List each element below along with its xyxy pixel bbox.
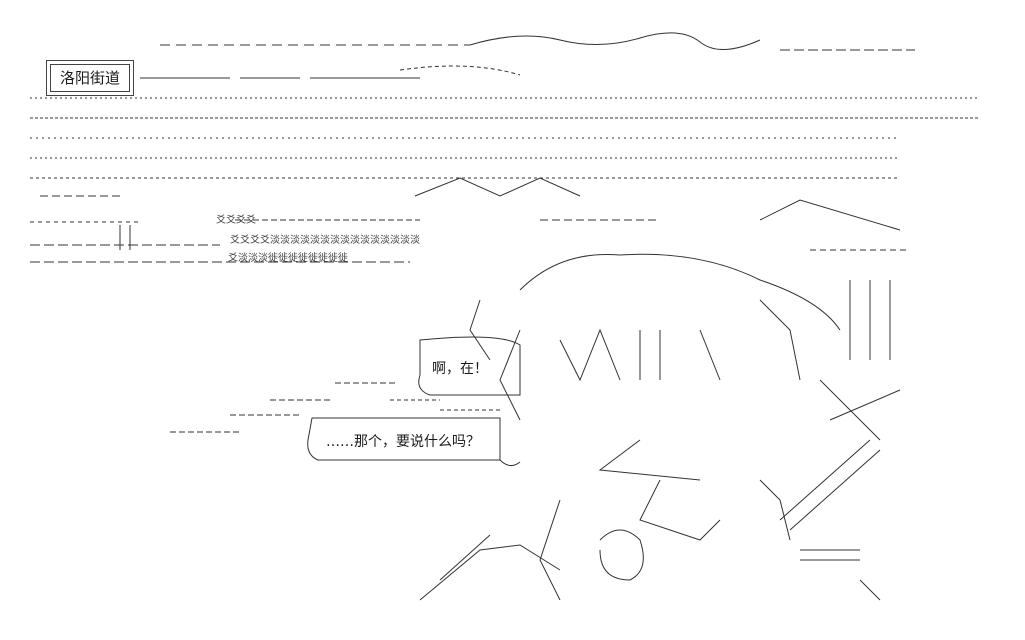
svg-text:爻爻爻爻淡淡淡淡淡淡淡淡淡淡淡淡淡淡淡: 爻爻爻爻淡淡淡淡淡淡淡淡淡淡淡淡淡淡淡 [230,234,420,246]
speech-text: 啊，在！ [432,361,488,377]
place-label: 洛阳街道 [50,64,130,92]
speech-text: ……那个，要说什么吗？ [326,434,480,450]
svg-text:爻爻爻爻: 爻爻爻爻 [216,214,256,226]
svg-text:爻淡淡淡徙徙徙徙徙徙徙徙: 爻淡淡淡徙徙徙徙徙徙徙徙 [228,251,348,264]
